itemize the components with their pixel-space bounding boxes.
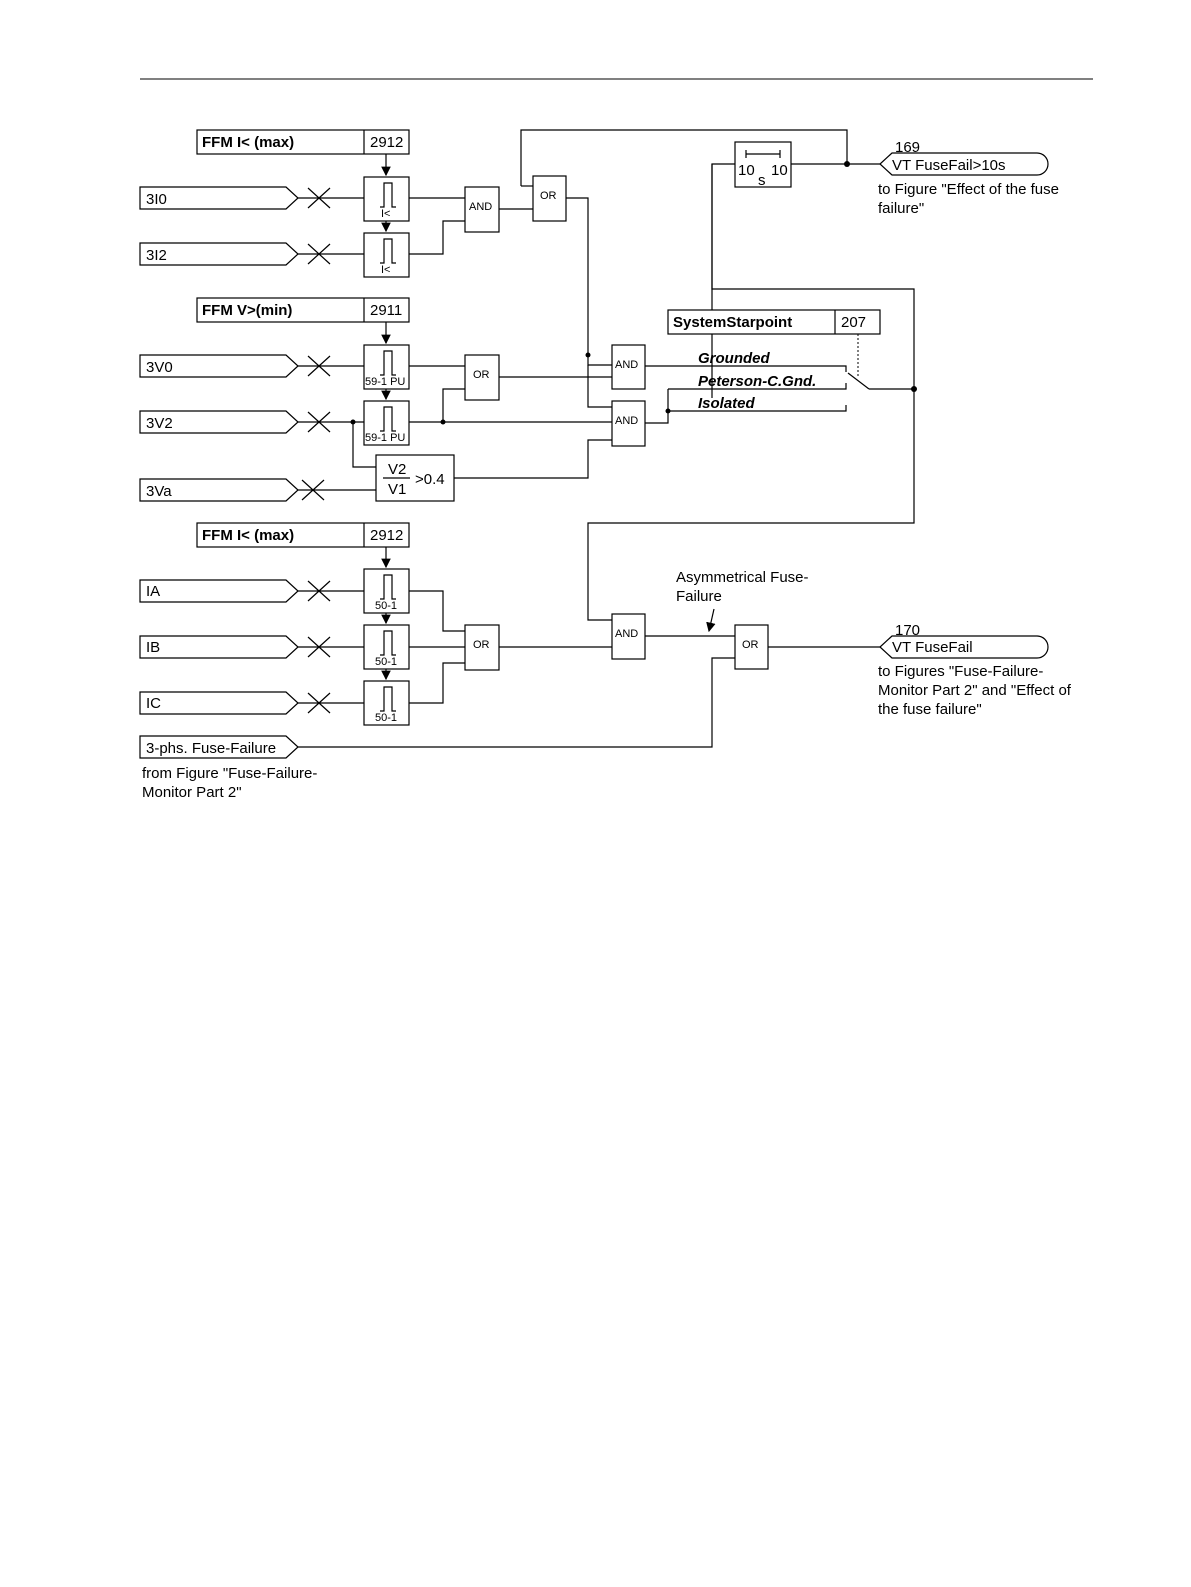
svg-text:50-1: 50-1 bbox=[375, 600, 397, 612]
setting-ffm-v: FFM V>(min) 2911 bbox=[196, 297, 410, 323]
svg-text:10: 10 bbox=[771, 162, 788, 179]
and-gate-1: AND bbox=[464, 186, 500, 233]
or-gate-2: OR bbox=[464, 354, 500, 401]
svg-text:IB: IB bbox=[146, 639, 160, 656]
svg-text:3I2: 3I2 bbox=[146, 247, 167, 264]
svg-text:from Figure "Fuse-Failure-: from Figure "Fuse-Failure- bbox=[142, 765, 317, 782]
cross-marker bbox=[307, 187, 331, 209]
svg-text:OR: OR bbox=[742, 639, 759, 651]
threshold-block-oc-1: 50-1 bbox=[363, 568, 410, 614]
svg-text:OR: OR bbox=[473, 639, 490, 651]
svg-text:169: 169 bbox=[895, 139, 920, 156]
svg-text:s: s bbox=[758, 172, 766, 189]
setting-ffm-i-bottom: FFM I< (max) 2912 bbox=[196, 522, 410, 548]
timer-block: 10 s 10 bbox=[734, 141, 792, 189]
svg-text:FFM I< (max): FFM I< (max) bbox=[202, 527, 294, 544]
svg-text:OR: OR bbox=[473, 369, 490, 381]
svg-text:Isolated: Isolated bbox=[698, 395, 756, 412]
svg-text:AND: AND bbox=[469, 201, 492, 213]
svg-text:VT FuseFail: VT FuseFail bbox=[892, 639, 973, 656]
svg-text:2911: 2911 bbox=[370, 302, 402, 319]
svg-text:VT FuseFail>10s: VT FuseFail>10s bbox=[892, 157, 1006, 174]
svg-text:to Figure "Effect of the fuse: to Figure "Effect of the fuse bbox=[878, 181, 1059, 198]
input-3i0: 3I0 bbox=[139, 186, 299, 210]
cross-marker bbox=[307, 355, 331, 377]
threshold-block-pu-1: 59-1 PU bbox=[363, 344, 410, 390]
svg-text:59-1 PU: 59-1 PU bbox=[365, 376, 405, 388]
svg-text:I<: I< bbox=[381, 264, 390, 276]
svg-text:Monitor Part 2" and "Effect of: Monitor Part 2" and "Effect of bbox=[878, 682, 1072, 699]
svg-text:V1: V1 bbox=[388, 481, 406, 498]
cross-marker bbox=[307, 580, 331, 602]
setting-label: FFM I< (max) bbox=[202, 134, 294, 151]
starpoint-switch: Grounded Peterson-C.Gnd. Isolated bbox=[645, 350, 917, 424]
svg-text:V2: V2 bbox=[388, 461, 406, 478]
input-3phs-fuse-failure: 3-phs. Fuse-Failure from Figure "Fuse-Fa… bbox=[139, 735, 317, 801]
cross-marker bbox=[307, 636, 331, 658]
svg-text:AND: AND bbox=[615, 628, 638, 640]
setting-address: 2912 bbox=[370, 134, 403, 151]
or-gate-3: OR bbox=[464, 624, 500, 671]
threshold-block-oc-3: 50-1 bbox=[363, 680, 410, 726]
cross-marker bbox=[307, 692, 331, 714]
svg-text:IC: IC bbox=[146, 695, 161, 712]
svg-text:3V0: 3V0 bbox=[146, 359, 173, 376]
cross-marker bbox=[307, 411, 331, 433]
threshold-block-i-lt-2: I< bbox=[363, 232, 410, 278]
setting-system-starpoint: SystemStarpoint 207 bbox=[667, 309, 881, 335]
or-gate-1: OR bbox=[532, 175, 567, 222]
svg-text:3I0: 3I0 bbox=[146, 191, 167, 208]
threshold-block-oc-2: 50-1 bbox=[363, 624, 410, 670]
input-ia: IA bbox=[139, 579, 299, 603]
svg-text:Monitor Part 2": Monitor Part 2" bbox=[142, 784, 242, 801]
ratio-block: V2 V1 >0.4 bbox=[375, 454, 455, 502]
asymmetrical-fuse-failure-annotation: Asymmetrical Fuse- Failure bbox=[676, 569, 809, 633]
threshold-block-pu-2: 59-1 PU bbox=[363, 400, 410, 446]
svg-text:to Figures "Fuse-Failure-: to Figures "Fuse-Failure- bbox=[878, 663, 1043, 680]
or-gate-4: OR bbox=[734, 624, 769, 670]
input-3v2: 3V2 bbox=[139, 410, 299, 434]
and-gate-4: AND bbox=[611, 613, 646, 660]
svg-text:3Va: 3Va bbox=[146, 483, 172, 500]
svg-text:10: 10 bbox=[738, 162, 755, 179]
svg-text:IA: IA bbox=[146, 583, 160, 600]
svg-text:59-1 PU: 59-1 PU bbox=[365, 432, 405, 444]
svg-text:3-phs. Fuse-Failure: 3-phs. Fuse-Failure bbox=[146, 740, 276, 757]
svg-text:Failure: Failure bbox=[676, 588, 722, 605]
output-169: 169 VT FuseFail>10s to Figure "Effect of… bbox=[878, 139, 1059, 217]
svg-text:OR: OR bbox=[540, 190, 557, 202]
svg-text:AND: AND bbox=[615, 359, 638, 371]
input-3i2: 3I2 bbox=[139, 242, 299, 266]
input-ib: IB bbox=[139, 635, 299, 659]
svg-text:the fuse failure": the fuse failure" bbox=[878, 701, 982, 718]
svg-text:failure": failure" bbox=[878, 200, 924, 217]
input-3v0: 3V0 bbox=[139, 354, 299, 378]
svg-text:Grounded: Grounded bbox=[698, 350, 770, 367]
svg-text:AND: AND bbox=[615, 415, 638, 427]
input-ic: IC bbox=[139, 691, 299, 715]
svg-text:>0.4: >0.4 bbox=[415, 471, 445, 488]
cross-marker bbox=[307, 243, 331, 265]
svg-text:I<: I< bbox=[381, 208, 390, 220]
and-gate-2: AND bbox=[611, 344, 646, 390]
output-170: 170 VT FuseFail to Figures "Fuse-Failure… bbox=[878, 622, 1072, 718]
cross-marker bbox=[301, 479, 325, 501]
svg-text:50-1: 50-1 bbox=[375, 712, 397, 724]
svg-text:Peterson-C.Gnd.: Peterson-C.Gnd. bbox=[698, 373, 816, 390]
svg-text:170: 170 bbox=[895, 622, 920, 639]
threshold-block-i-lt-1: I< bbox=[363, 176, 410, 222]
setting-ffm-i-top: FFM I< (max) 2912 bbox=[196, 129, 410, 155]
svg-text:Asymmetrical Fuse-: Asymmetrical Fuse- bbox=[676, 569, 809, 586]
svg-text:SystemStarpoint: SystemStarpoint bbox=[673, 314, 792, 331]
svg-text:3V2: 3V2 bbox=[146, 415, 173, 432]
svg-text:207: 207 bbox=[841, 314, 866, 331]
svg-text:50-1: 50-1 bbox=[375, 656, 397, 668]
svg-text:2912: 2912 bbox=[370, 527, 403, 544]
input-3va: 3Va bbox=[139, 478, 299, 502]
and-gate-3: AND bbox=[611, 400, 646, 447]
svg-text:FFM V>(min): FFM V>(min) bbox=[202, 302, 292, 319]
